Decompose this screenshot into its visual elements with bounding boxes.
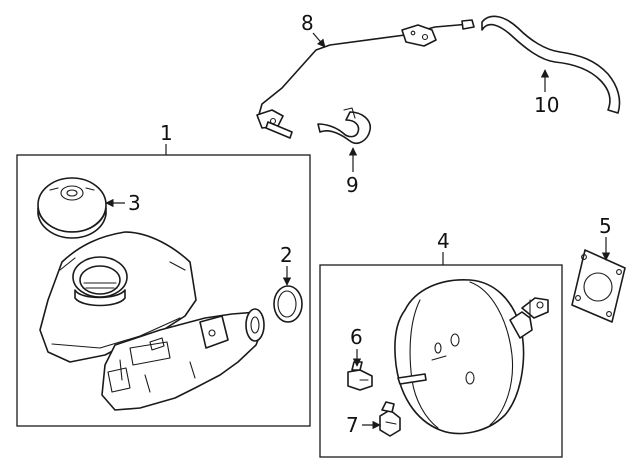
callout-2: 2 (280, 243, 293, 286)
reservoir-cap (37, 177, 107, 239)
callout-5-label: 5 (599, 214, 612, 238)
callout-7-label: 7 (346, 413, 359, 437)
check-valve (347, 361, 373, 391)
booster-clip (379, 401, 401, 437)
callout-9-label: 9 (346, 173, 359, 197)
callout-1: 1 (160, 121, 173, 155)
callout-5: 5 (599, 214, 612, 261)
callout-7: 7 (346, 413, 381, 437)
callout-8: 8 (301, 11, 326, 48)
callout-1-label: 1 (160, 121, 173, 145)
master-cylinder (39, 231, 265, 411)
callout-3: 3 (105, 191, 141, 215)
master-cylinder-group-box (16, 154, 311, 427)
callout-3-label: 3 (128, 191, 141, 215)
callout-10: 10 (534, 69, 559, 117)
callout-6-label: 6 (350, 325, 363, 349)
callout-4: 4 (437, 229, 450, 265)
vacuum-hose-short (317, 107, 372, 145)
callout-2-label: 2 (280, 243, 293, 267)
booster-gasket (571, 249, 626, 323)
callout-6: 6 (350, 325, 363, 367)
callout-9: 9 (346, 147, 359, 197)
vacuum-hose-long (481, 15, 621, 114)
callout-4-label: 4 (437, 229, 450, 253)
brake-booster (394, 279, 549, 435)
callout-10-label: 10 (534, 93, 559, 117)
vacuum-tube-assembly (256, 19, 475, 139)
seal-ring (273, 285, 303, 323)
brake-booster-group-box (319, 264, 563, 458)
callout-8-label: 8 (301, 11, 314, 35)
